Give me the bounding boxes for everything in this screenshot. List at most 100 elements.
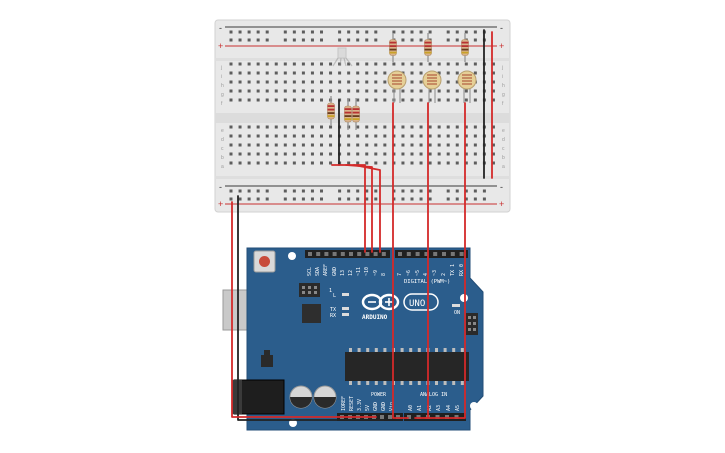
breadboard-hole[interactable] — [247, 71, 251, 75]
rail-hole[interactable] — [229, 38, 233, 42]
breadboard-hole[interactable] — [238, 98, 242, 102]
breadboard-hole[interactable] — [247, 80, 251, 84]
breadboard-hole[interactable] — [410, 89, 414, 93]
rail-hole[interactable] — [446, 30, 450, 34]
breadboard-hole[interactable] — [383, 89, 387, 93]
rail-hole[interactable] — [256, 189, 260, 193]
rail-hole[interactable] — [473, 197, 477, 201]
breadboard-hole[interactable] — [383, 80, 387, 84]
breadboard-hole[interactable] — [265, 89, 269, 93]
header-pin[interactable] — [424, 252, 429, 256]
rail-hole[interactable] — [338, 197, 342, 201]
rail-hole[interactable] — [428, 30, 432, 34]
header-pin[interactable] — [396, 415, 400, 419]
rail-hole[interactable] — [292, 38, 296, 42]
breadboard-hole[interactable] — [320, 62, 323, 66]
breadboard-hole[interactable] — [229, 89, 233, 93]
breadboard-hole[interactable] — [491, 80, 495, 84]
breadboard-hole[interactable] — [256, 161, 260, 165]
breadboard-hole[interactable] — [338, 89, 342, 93]
header-pin[interactable] — [388, 415, 392, 419]
breadboard-hole[interactable] — [455, 161, 459, 165]
breadboard-hole[interactable] — [365, 134, 369, 138]
breadboard-hole[interactable] — [274, 98, 278, 102]
header-pin[interactable] — [442, 252, 446, 256]
breadboard-hole[interactable] — [283, 62, 287, 66]
breadboard-hole[interactable] — [374, 62, 378, 66]
breadboard-hole[interactable] — [473, 98, 477, 102]
breadboard-hole[interactable] — [428, 89, 432, 93]
breadboard-hole[interactable] — [247, 125, 251, 129]
breadboard-hole[interactable] — [265, 62, 269, 66]
breadboard-hole[interactable] — [365, 71, 369, 75]
breadboard-hole[interactable] — [238, 62, 242, 66]
breadboard-hole[interactable] — [274, 134, 278, 138]
breadboard-hole[interactable] — [310, 125, 314, 129]
breadboard-hole[interactable] — [265, 80, 269, 84]
rail-hole[interactable] — [283, 38, 287, 42]
breadboard-hole[interactable] — [464, 125, 468, 129]
breadboard-hole[interactable] — [320, 89, 323, 93]
rail-hole[interactable] — [419, 38, 423, 42]
breadboard-hole[interactable] — [401, 98, 405, 102]
breadboard-hole[interactable] — [437, 89, 441, 93]
header-pin[interactable] — [373, 252, 378, 256]
breadboard-hole[interactable] — [229, 98, 233, 102]
wire-red-pin9[interactable] — [353, 164, 381, 253]
breadboard-hole[interactable] — [356, 134, 360, 138]
breadboard-hole[interactable] — [256, 134, 260, 138]
rail-hole[interactable] — [446, 189, 450, 193]
breadboard-hole[interactable] — [292, 152, 296, 156]
header-pin[interactable] — [380, 415, 384, 419]
breadboard-hole[interactable] — [464, 134, 468, 138]
header-pin[interactable] — [435, 415, 440, 419]
rail-hole[interactable] — [374, 189, 378, 193]
header-pin[interactable] — [349, 252, 353, 256]
breadboard-hole[interactable] — [446, 89, 450, 93]
breadboard-hole[interactable] — [437, 143, 441, 147]
header-pin[interactable] — [398, 252, 402, 256]
breadboard-hole[interactable] — [229, 134, 233, 138]
header-pin[interactable] — [357, 252, 362, 256]
breadboard-hole[interactable] — [301, 71, 305, 75]
breadboard-hole[interactable] — [320, 80, 323, 84]
breadboard-hole[interactable] — [283, 98, 287, 102]
breadboard-hole[interactable] — [265, 98, 269, 102]
breadboard-hole[interactable] — [365, 62, 369, 66]
breadboard-hole[interactable] — [338, 71, 342, 75]
breadboard-hole[interactable] — [410, 98, 414, 102]
rail-hole[interactable] — [338, 38, 342, 42]
rail-hole[interactable] — [238, 30, 242, 34]
breadboard-hole[interactable] — [347, 161, 351, 165]
breadboard-hole[interactable] — [238, 71, 242, 75]
breadboard-hole[interactable] — [329, 80, 333, 84]
breadboard-hole[interactable] — [247, 62, 251, 66]
rail-hole[interactable] — [265, 38, 269, 42]
breadboard-hole[interactable] — [256, 89, 260, 93]
breadboard-hole[interactable] — [301, 152, 305, 156]
breadboard-hole[interactable] — [473, 161, 477, 165]
rail-hole[interactable] — [292, 30, 296, 34]
header-pin[interactable] — [308, 252, 312, 256]
breadboard-hole[interactable] — [446, 62, 450, 66]
breadboard-hole[interactable] — [229, 125, 233, 129]
breadboard-hole[interactable] — [229, 161, 233, 165]
breadboard-hole[interactable] — [283, 125, 287, 129]
breadboard-hole[interactable] — [401, 161, 405, 165]
breadboard-hole[interactable] — [374, 98, 378, 102]
breadboard-hole[interactable] — [265, 152, 269, 156]
rail-hole[interactable] — [347, 197, 351, 201]
rail-hole[interactable] — [356, 30, 360, 34]
breadboard-hole[interactable] — [356, 80, 360, 84]
breadboard-hole[interactable] — [292, 143, 296, 147]
breadboard-hole[interactable] — [283, 161, 287, 165]
breadboard-hole[interactable] — [464, 62, 468, 66]
breadboard-hole[interactable] — [401, 134, 405, 138]
breadboard-hole[interactable] — [274, 161, 278, 165]
rail-hole[interactable] — [356, 197, 360, 201]
rail-hole[interactable] — [338, 189, 342, 193]
breadboard-hole[interactable] — [410, 152, 414, 156]
rail-hole[interactable] — [310, 197, 314, 201]
breadboard-hole[interactable] — [464, 161, 468, 165]
breadboard-hole[interactable] — [310, 161, 314, 165]
